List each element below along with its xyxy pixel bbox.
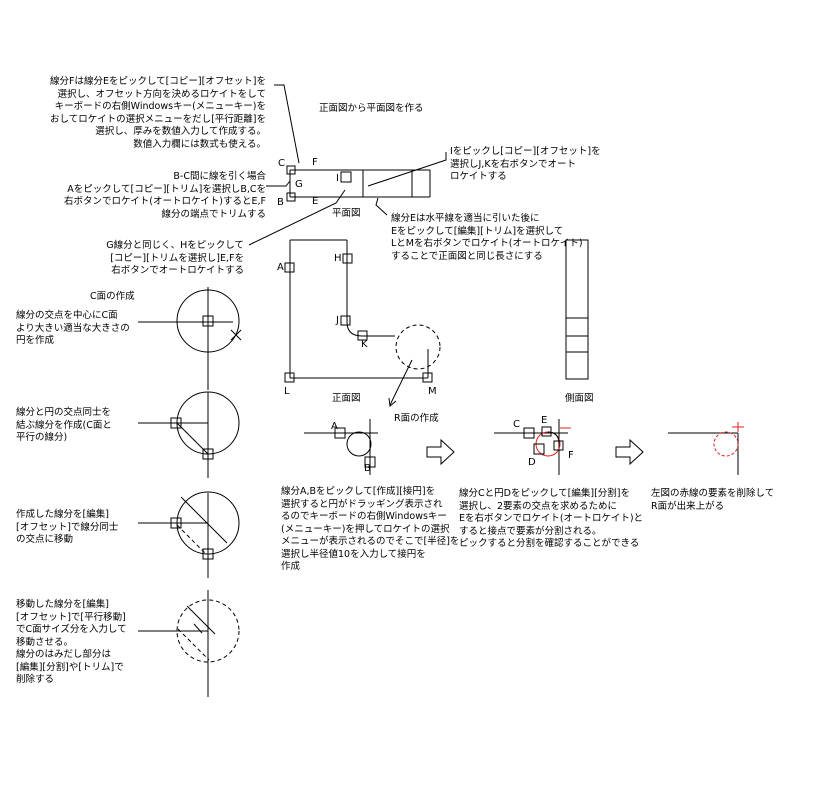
leader-line: [367, 152, 447, 187]
leader-line: [266, 180, 291, 187]
snap-marker: [342, 253, 353, 264]
note-i-pick: Iをピックし[コピー][オフセット]を 選択しJ,Kを右ボタンでオート ロケイト…: [450, 146, 601, 182]
point-label-i: I: [336, 173, 339, 184]
c-face-title: C面の作成: [90, 291, 135, 302]
note-c-step-3: 作成した線分を[編集] [オフセット]で線分同士 の交点に移動: [16, 509, 119, 545]
note-c-step-2: 線分と円の交点同士を 結ぶ線分を作成(C面と 平行の線分): [16, 407, 112, 443]
snap-marker: [286, 192, 296, 202]
r2-label-c: C: [513, 419, 520, 430]
leader-line: [248, 189, 346, 246]
c-face-step-2: [138, 391, 240, 478]
snap-marker: [340, 171, 352, 183]
snap-marker: [284, 262, 295, 273]
point-label-a: A: [277, 262, 284, 273]
snap-marker: [286, 165, 296, 175]
snap-marker: [357, 330, 368, 341]
c-face-step-4: [138, 590, 240, 697]
point-label-e: E: [312, 196, 319, 207]
note-b-c: B-C間に線を引く場合 Aをピックして[コピー][トリム]を選択しB,Cを 右ボ…: [63, 171, 266, 220]
arrow-right-icon: [615, 438, 644, 466]
note-g-line: G線分と同じく、Hをピックして [コピー][トリムを選択し]E,Fを 右ボタンで…: [106, 240, 244, 276]
r1-label-a: A: [331, 421, 338, 432]
r-face-title: R面の作成: [394, 413, 439, 424]
note-c-step-4: 移動した線分を[編集] [オフセット]で[平行移動] でC面サイズ分を入力して …: [16, 599, 127, 685]
r1-label-b: B: [364, 463, 371, 474]
note-r-step-2: 線分Cと円Dをピックして[編集][分割]を 選択し、2要素の交点を求めるために …: [459, 488, 644, 549]
note-r-step-3: 左図の赤線の要素を削除して R面が出来上がる: [651, 488, 775, 512]
r-face-step-3: [668, 422, 744, 475]
page-title: 正面図から平面図を作る: [319, 103, 424, 114]
front-view-title: 正面図: [332, 393, 361, 404]
note-line-f: 線分Fは線分Eをピックして[コピー][オフセット]を 選択し、オフセット方向を決…: [49, 76, 266, 150]
plan-view-title: 平面図: [332, 208, 361, 219]
c-face-step-3: [138, 491, 240, 578]
snap-marker: [284, 372, 295, 383]
point-label-j: J: [336, 315, 339, 326]
point-label-h: H: [334, 253, 342, 264]
note-r-step-1: 線分A,Bをピックして[作成][接円]を 選択すると円がドラッギング表示され る…: [281, 486, 460, 572]
leader-line: [274, 84, 300, 164]
front-view-drawing: [284, 239, 441, 407]
r2-label-d: D: [528, 457, 536, 468]
c-face-step-1: [138, 287, 242, 390]
plan-view-drawing: [286, 165, 431, 202]
point-label-b: B: [277, 197, 284, 208]
point-label-k: K: [361, 339, 368, 350]
point-label-m: M: [428, 386, 437, 397]
arrow-right-icon: [426, 438, 455, 466]
snap-marker: [340, 315, 351, 326]
point-label-l: L: [284, 386, 290, 397]
r-face-step-1: [304, 419, 378, 475]
point-label-g: G: [295, 179, 303, 190]
point-label-c: C: [278, 158, 285, 169]
leader-line: [375, 197, 388, 216]
side-view-title: 側面図: [565, 393, 594, 404]
note-e-line: 線分Eは水平線を適当に引いた後に Eをピックして[編集][トリム]を選択して L…: [391, 213, 583, 262]
r2-label-e: E: [541, 415, 548, 426]
r2-label-f: F: [568, 450, 574, 461]
r-face-step-2: [494, 419, 571, 475]
snap-marker: [422, 372, 433, 383]
note-c-step-1: 線分の交点を中心にC面 より大きい適当な大きさの 円を作成: [16, 310, 130, 346]
point-label-f: F: [312, 157, 318, 168]
side-view-drawing: [565, 239, 589, 380]
